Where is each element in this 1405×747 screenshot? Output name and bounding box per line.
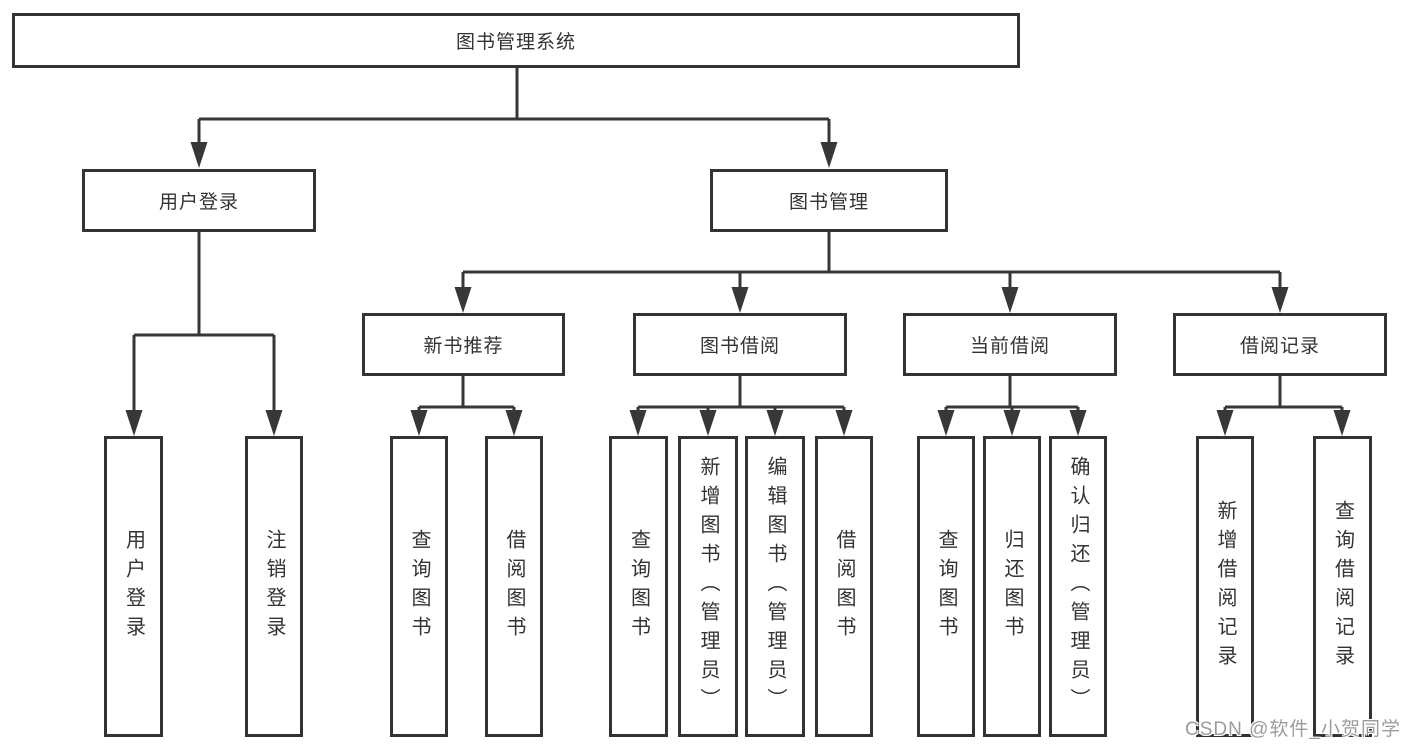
leaf-query-borrow-record: 查询借阅记录 xyxy=(1313,436,1372,737)
node-label: 查询图书 xyxy=(627,528,650,645)
leaf-add-book-admin: 新增图书（管理员） xyxy=(678,436,738,737)
node-book-borrow: 图书借阅 xyxy=(633,313,847,376)
leaf-add-borrow-record: 新增借阅记录 xyxy=(1196,436,1254,737)
node-book-management: 图书管理 xyxy=(710,169,948,232)
connector-book-borrow-children xyxy=(629,376,853,436)
node-user-login: 用户登录 xyxy=(82,169,316,232)
node-label: 图书管理系统 xyxy=(455,32,576,53)
connector-user-login-children xyxy=(125,232,283,436)
node-label: 查询图书 xyxy=(408,528,430,645)
connector-root-to-level2 xyxy=(190,68,838,168)
node-label: 新书推荐 xyxy=(423,336,504,357)
leaf-borrow-books-recommend: 借阅图书 xyxy=(485,436,543,737)
node-current-borrow: 当前借阅 xyxy=(903,313,1117,376)
connector-current-borrow-children xyxy=(937,376,1087,436)
leaf-confirm-return-admin: 确认归还（管理员） xyxy=(1049,436,1107,737)
node-label: 新增图书（管理员） xyxy=(697,456,719,717)
csdn-watermark: CSDN @软件_小贺同学 xyxy=(1185,719,1401,740)
node-label: 图书借阅 xyxy=(699,336,780,357)
leaf-query-books-borrow: 查询图书 xyxy=(609,436,668,737)
connector-new-book-children xyxy=(410,376,523,436)
node-label: 查询借阅记录 xyxy=(1331,499,1354,674)
node-label: 注销登录 xyxy=(263,528,285,645)
leaf-query-books-current: 查询图书 xyxy=(917,436,975,737)
node-label: 编辑图书（管理员） xyxy=(764,456,786,717)
node-label: 用户登录 xyxy=(122,528,145,645)
leaf-return-book: 归还图书 xyxy=(983,436,1041,737)
node-label: 图书管理 xyxy=(788,192,869,213)
leaf-logout: 注销登录 xyxy=(245,436,303,737)
node-library-management-system: 图书管理系统 xyxy=(12,13,1020,68)
node-label: 借阅图书 xyxy=(833,528,855,645)
node-label: 查询图书 xyxy=(935,528,957,645)
node-borrow-records: 借阅记录 xyxy=(1173,313,1387,376)
leaf-query-books-recommend: 查询图书 xyxy=(390,436,448,737)
leaf-user-login: 用户登录 xyxy=(104,436,163,737)
node-new-book-recommend: 新书推荐 xyxy=(362,313,565,376)
leaf-edit-book-admin: 编辑图书（管理员） xyxy=(745,436,805,737)
leaf-borrow-books: 借阅图书 xyxy=(815,436,873,737)
node-label: 新增借阅记录 xyxy=(1214,499,1236,674)
connector-book-management-children xyxy=(454,232,1289,313)
node-label: 借阅图书 xyxy=(503,528,525,645)
node-label: 当前借阅 xyxy=(969,336,1050,357)
node-label: 借阅记录 xyxy=(1239,336,1320,357)
node-label: 归还图书 xyxy=(1001,528,1023,645)
node-label: 确认归还（管理员） xyxy=(1067,456,1089,717)
node-label: 用户登录 xyxy=(158,192,239,213)
connector-borrow-record-children xyxy=(1216,376,1351,436)
